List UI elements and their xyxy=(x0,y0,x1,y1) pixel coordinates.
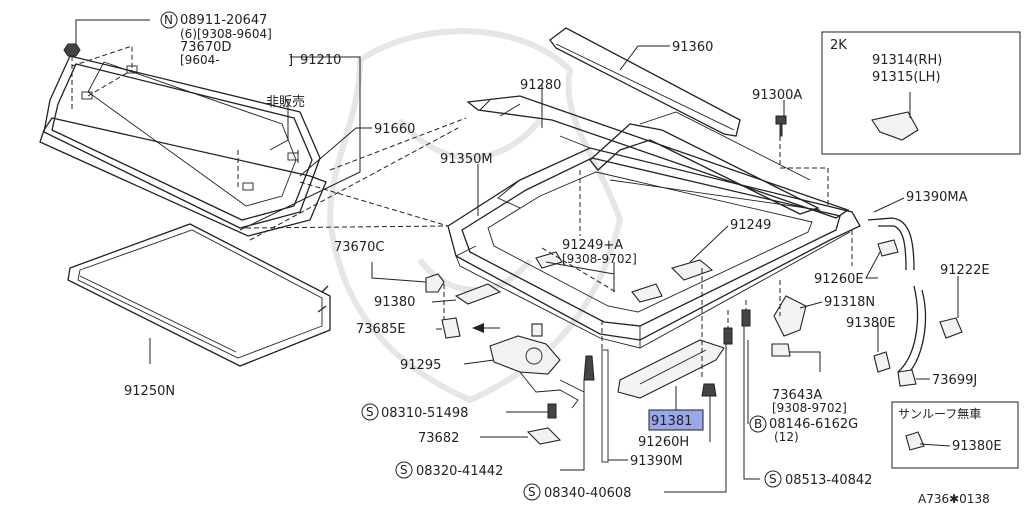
label-91249[interactable]: 91249 xyxy=(730,218,771,233)
prefix-s-08320: S xyxy=(400,463,408,477)
label-91249A-date: [9308-9702] xyxy=(562,252,637,266)
label-91350M[interactable]: 91350M xyxy=(440,152,493,167)
label-91300A[interactable]: 91300A xyxy=(752,88,802,103)
box-2k xyxy=(821,31,1021,155)
label-08513[interactable]: 08513-40842 xyxy=(785,473,872,488)
sunroof-glass-panel[interactable] xyxy=(43,55,321,229)
label-91390M[interactable]: 91390M xyxy=(630,454,683,469)
bracket-91249[interactable] xyxy=(670,259,714,281)
leader-lines xyxy=(75,19,959,493)
label-08340[interactable]: 08340-40608 xyxy=(544,486,631,501)
motor-91295[interactable] xyxy=(489,335,585,409)
dashed-guides xyxy=(245,117,853,380)
prefix-s-08340: S xyxy=(528,485,536,499)
label-91381[interactable]: 91381 xyxy=(651,414,692,429)
screw-08320[interactable] xyxy=(583,355,595,381)
label-73670C[interactable]: 73670C xyxy=(334,240,384,255)
bracket-91314-91315[interactable] xyxy=(871,111,919,141)
label-91360[interactable]: 91360 xyxy=(672,40,713,55)
rail-91381[interactable] xyxy=(617,339,725,399)
bracket-91249A[interactable] xyxy=(535,251,663,303)
clip-91222E[interactable] xyxy=(939,317,963,339)
label-73670D[interactable]: 73670D xyxy=(180,40,231,55)
label-91390MA[interactable]: 91390MA xyxy=(906,190,968,205)
label-91260E[interactable]: 91260E xyxy=(814,272,864,287)
drain-hose-91390MA[interactable] xyxy=(867,217,927,379)
label-73670D-date: [9604- xyxy=(180,53,220,67)
grommet-73643A[interactable] xyxy=(771,343,791,357)
nut-08911[interactable] xyxy=(63,43,81,57)
clip-91260E[interactable] xyxy=(877,239,899,257)
deflector-91360[interactable] xyxy=(549,27,741,137)
clip-73670C[interactable] xyxy=(425,273,445,293)
bracket-73682[interactable] xyxy=(526,427,562,445)
label-91380E[interactable]: 91380E xyxy=(846,316,896,331)
bolt-91300A[interactable] xyxy=(775,115,787,137)
label-08310[interactable]: 08310-51498 xyxy=(381,406,468,421)
prefix-s-08513: S xyxy=(769,472,777,486)
label-91210[interactable]: 91210 xyxy=(300,53,341,68)
watermark-emblem xyxy=(326,28,624,404)
drain-hose-91390M[interactable] xyxy=(601,349,609,463)
label-not-for-sale: 非販売 xyxy=(266,94,305,110)
label-91315[interactable]: 91315(LH) xyxy=(872,70,941,85)
label-2k: 2K xyxy=(830,38,847,53)
label-08320[interactable]: 08320-41442 xyxy=(416,464,503,479)
label-91210-bracket: ] xyxy=(288,53,293,68)
label-no-sunroof: サンルーフ無車 xyxy=(898,406,981,421)
label-73643A[interactable]: 73643A xyxy=(772,388,822,403)
sunshade-panel[interactable] xyxy=(67,223,331,367)
glass-dashed-guides xyxy=(71,45,299,190)
label-91660[interactable]: 91660 xyxy=(374,122,415,137)
prefix-n: N xyxy=(164,13,173,27)
prefix-b-08146: B xyxy=(754,417,762,431)
label-91222E[interactable]: 91222E xyxy=(940,263,990,278)
cap-73685E[interactable] xyxy=(441,317,543,339)
label-91380[interactable]: 91380 xyxy=(374,295,415,310)
clip-91380E-no-sunroof[interactable] xyxy=(905,431,925,451)
screw-08310[interactable] xyxy=(547,403,557,419)
arrow-head xyxy=(472,323,484,333)
label-73685E[interactable]: 73685E xyxy=(356,322,406,337)
diagram-code: A736✱0138 xyxy=(918,492,990,506)
screw-08340[interactable] xyxy=(723,327,733,345)
label-91318N[interactable]: 91318N xyxy=(824,295,875,310)
label-91280[interactable]: 91280 xyxy=(520,78,561,93)
label-91250N[interactable]: 91250N xyxy=(124,384,175,399)
glass-seal[interactable] xyxy=(39,117,327,237)
prefix-circles xyxy=(160,11,782,501)
label-91380E-no-sunroof[interactable]: 91380E xyxy=(952,439,1002,454)
label-73643A-date: [9308-9702] xyxy=(772,401,847,415)
label-08911-qty: (6)[9308-9604] xyxy=(180,27,272,41)
bracket-91380[interactable] xyxy=(454,283,502,305)
label-91295[interactable]: 91295 xyxy=(400,358,441,373)
label-08146[interactable]: 08146-6162G xyxy=(769,417,858,432)
clip-91260H[interactable] xyxy=(701,383,717,397)
sunroof-frame[interactable] xyxy=(447,135,861,349)
prefix-s-08310: S xyxy=(366,405,374,419)
box-no-sunroof xyxy=(891,401,1019,469)
label-73682[interactable]: 73682 xyxy=(418,431,459,446)
label-91249A[interactable]: 91249+A xyxy=(562,238,623,253)
label-08911[interactable]: 08911-20647 xyxy=(180,13,267,28)
label-91260H[interactable]: 91260H xyxy=(638,435,689,450)
clip-91380E[interactable] xyxy=(873,351,891,373)
label-91314[interactable]: 91314(RH) xyxy=(872,53,942,68)
label-73699J[interactable]: 73699J xyxy=(932,373,977,388)
sunroof-cassette-guides[interactable] xyxy=(466,95,850,219)
label-08146-qty: (12) xyxy=(774,430,799,444)
clamp-73699J[interactable] xyxy=(897,369,917,387)
bracket-91318N[interactable] xyxy=(773,295,807,337)
screw-08513[interactable] xyxy=(741,309,751,327)
